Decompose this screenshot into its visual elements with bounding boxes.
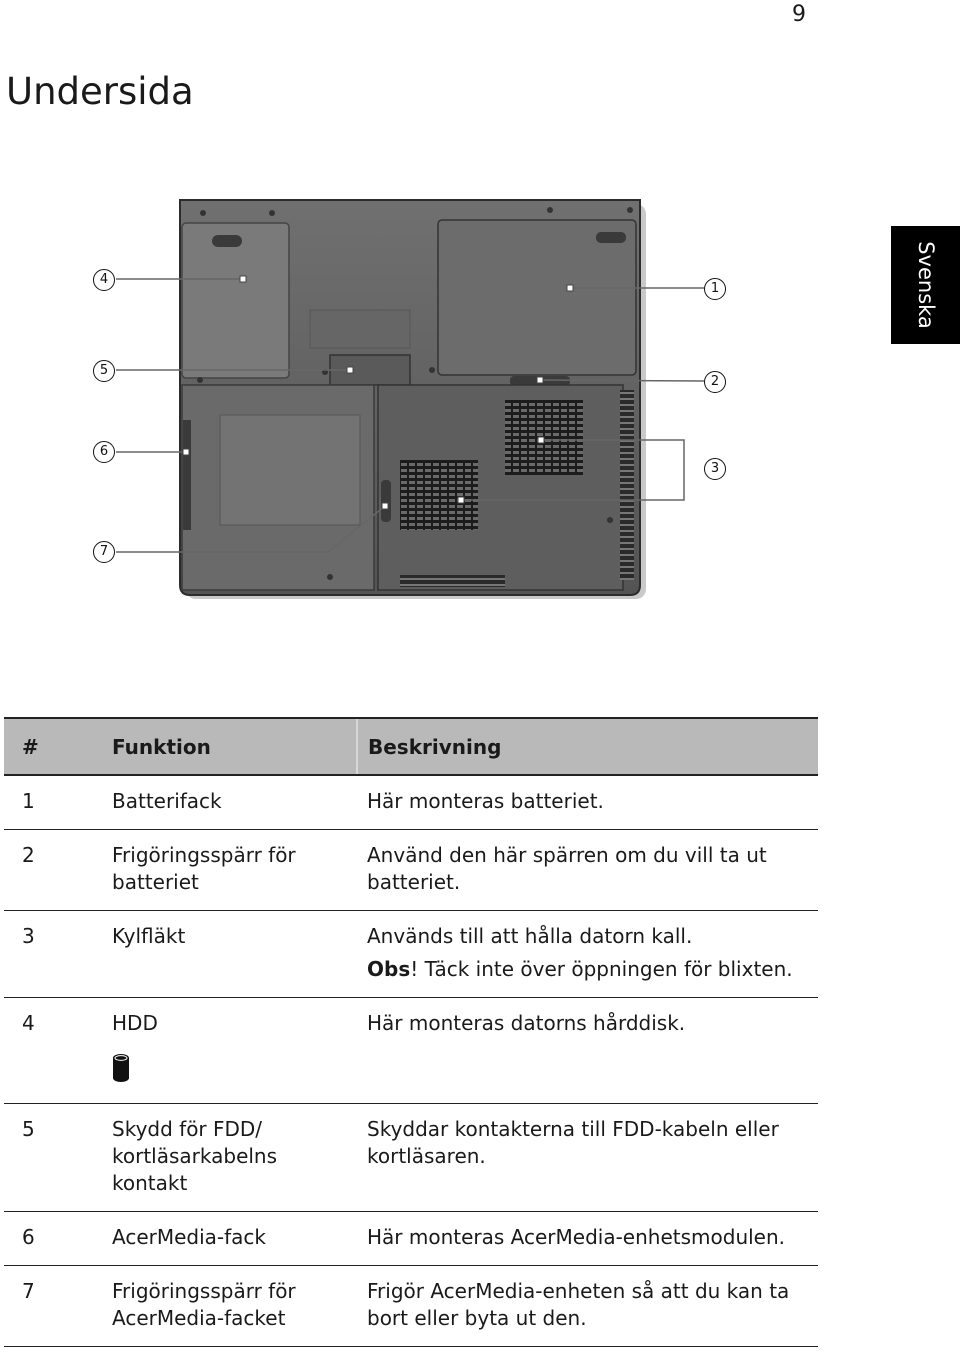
callout-5: 5 xyxy=(93,360,115,382)
header-description: Beskrivning xyxy=(356,717,818,776)
row-num: 4 xyxy=(4,997,102,1104)
table-row: 3 Kylfläkt Används till att hålla datorn… xyxy=(4,910,818,998)
row-num: 2 xyxy=(4,829,102,911)
language-tab: Svenska xyxy=(891,226,960,344)
row-description: Frigör AcerMedia-enheten så att du kan t… xyxy=(357,1265,818,1347)
table-row: 1 Batterifack Här monteras batteriet. xyxy=(4,775,818,830)
row-num: 5 xyxy=(4,1103,102,1212)
note-label: Obs xyxy=(367,957,411,981)
note-text: ! Täck inte över öppningen för blixten. xyxy=(410,957,793,981)
header-num: # xyxy=(4,717,102,776)
table-row: 2 Frigöringsspärr för batteriet Använd d… xyxy=(4,829,818,911)
row-description: Använd den här spärren om du vill ta ut … xyxy=(357,829,818,911)
row-description-cell: Används till att hålla datorn kall. Obs!… xyxy=(357,910,818,998)
table-row: 5 Skydd för FDD/ kortläsarkabelns kontak… xyxy=(4,1103,818,1212)
row-description: Används till att hålla datorn kall. xyxy=(367,924,693,948)
language-tab-label: Svenska xyxy=(913,241,938,329)
row-num: 3 xyxy=(4,910,102,998)
callout-7: 7 xyxy=(93,541,115,563)
acermedia-latch xyxy=(381,480,391,522)
callout-3: 3 xyxy=(704,458,726,480)
cooling-fan-vent-2 xyxy=(400,460,478,530)
callout-2: 2 xyxy=(704,371,726,393)
side-vent xyxy=(620,390,634,580)
laptop-underside-figure: 1 2 3 4 5 6 7 xyxy=(0,180,890,610)
callout-6: 6 xyxy=(93,441,115,463)
callout-4: 4 xyxy=(93,269,115,291)
battery-bay xyxy=(437,219,637,376)
page-number: 9 xyxy=(792,2,806,27)
row-function: HDD xyxy=(112,1011,158,1035)
laptop-underside-illustration xyxy=(116,199,705,599)
row-num: 7 xyxy=(4,1265,102,1347)
table-header-row: # Funktion Beskrivning xyxy=(4,717,818,776)
hdd-cover xyxy=(181,222,290,379)
table-row: 4 HDD Här monteras datorns hårddisk. xyxy=(4,997,818,1104)
row-function: Batterifack xyxy=(102,775,357,830)
row-description: Här monteras datorns hårddisk. xyxy=(357,997,818,1104)
row-function: AcerMedia-fack xyxy=(102,1211,357,1266)
feature-table: # Funktion Beskrivning 1 Batterifack Här… xyxy=(4,717,818,1347)
note: Obs! Täck inte över öppningen för blixte… xyxy=(367,956,808,983)
row-description: Skyddar kontakterna till FDD-kabeln elle… xyxy=(357,1103,818,1212)
row-description: Här monteras batteriet. xyxy=(357,775,818,830)
row-function: Skydd för FDD/ kortläsarkabelns kontakt xyxy=(102,1103,357,1212)
hdd-icon xyxy=(113,1054,129,1082)
row-function-cell: HDD xyxy=(102,997,357,1104)
row-function: Kylfläkt xyxy=(102,910,357,998)
row-num: 6 xyxy=(4,1211,102,1266)
callout-1: 1 xyxy=(704,278,726,300)
page-title: Undersida xyxy=(6,70,194,113)
header-function: Funktion xyxy=(102,717,357,776)
table-row: 6 AcerMedia-fack Här monteras AcerMedia-… xyxy=(4,1211,818,1266)
table-row: 7 Frigöringsspärr för AcerMedia-facket F… xyxy=(4,1265,818,1347)
row-num: 1 xyxy=(4,775,102,830)
row-function: Frigöringsspärr för batteriet xyxy=(102,829,357,911)
row-description: Här monteras AcerMedia-enhetsmodulen. xyxy=(357,1211,818,1266)
row-function: Frigöringsspärr för AcerMedia-facket xyxy=(102,1265,357,1347)
